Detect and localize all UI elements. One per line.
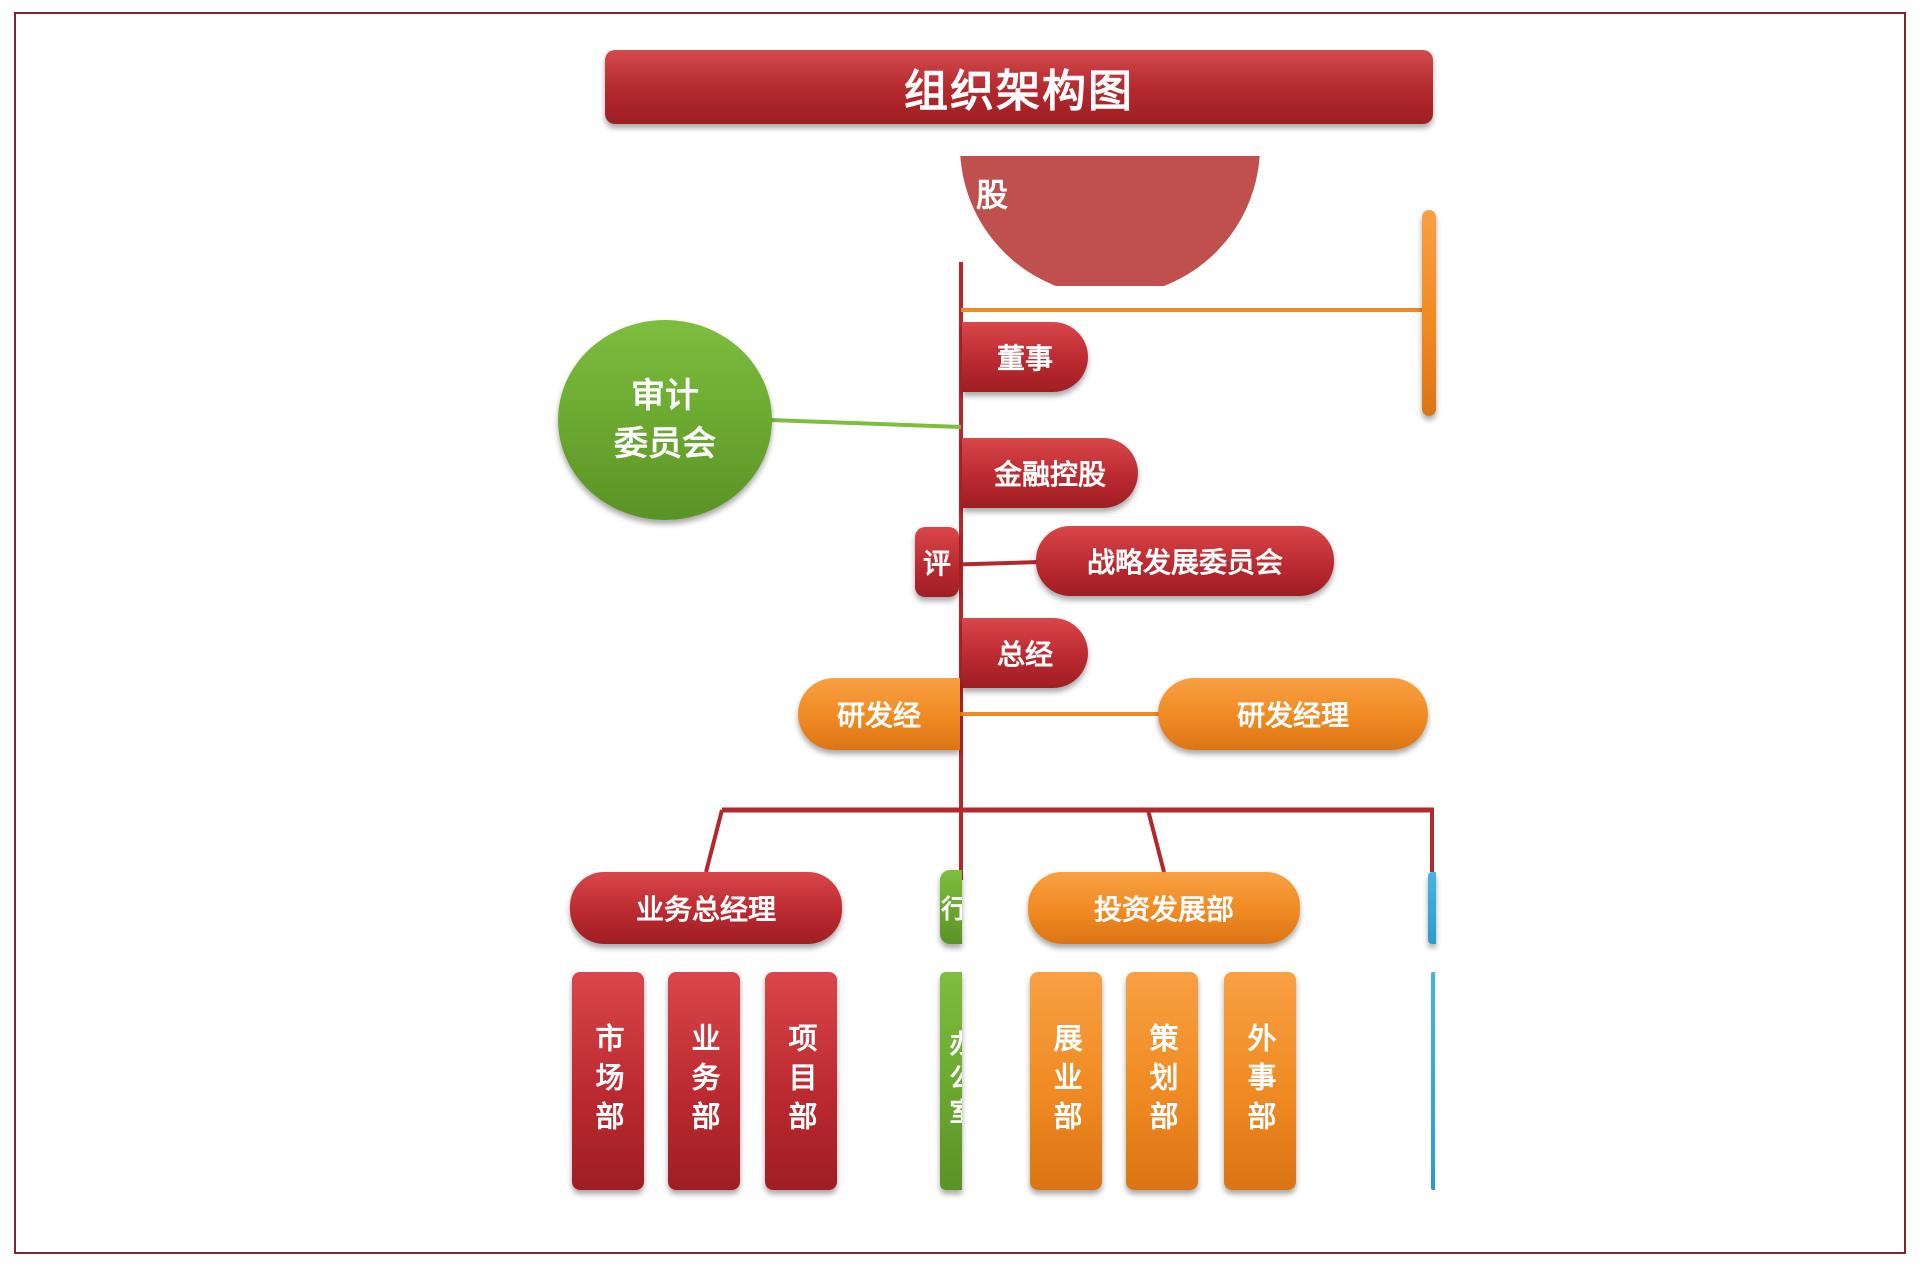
office-node: 办公室 [940, 972, 962, 1190]
rd-manager-right-node: 研发经理 [1158, 678, 1428, 750]
audit-committee-line2: 委员会 [614, 424, 716, 464]
supervisor-node [1422, 210, 1436, 416]
rd-manager-left-node: 研发经 [798, 678, 960, 750]
shareholder-label: 股 [975, 176, 1008, 214]
shareholder-node-clip [960, 156, 1260, 286]
financial-holding-node: 金融控股 [962, 438, 1138, 508]
admin-node: 行 [940, 870, 962, 944]
diagram-frame [14, 12, 1906, 1254]
planning-dept-node: 策划部 [1126, 972, 1198, 1190]
market-dept-node: 市场部 [572, 972, 644, 1190]
bus-mid-drop [1146, 809, 1166, 873]
business-dept-node: 业务部 [668, 972, 740, 1190]
foreign-affairs-dept-label: 外事部 [1243, 1022, 1277, 1140]
business-gm-node: 业务总经理 [570, 872, 842, 944]
office-label: 办公室 [945, 1030, 962, 1132]
development-dept-node: 展业部 [1030, 972, 1102, 1190]
blue-dept-node [1428, 872, 1436, 944]
investment-dev-node: 投资发展部 [1028, 872, 1300, 944]
evaluation-node: 评 [915, 527, 959, 597]
audit-committee-node: 审计 委员会 [558, 320, 772, 520]
audit-connector [769, 418, 962, 429]
market-dept-label: 市场部 [591, 1022, 625, 1140]
board-node: 董事 [962, 322, 1088, 392]
blue-dept-child-node [1431, 972, 1435, 1190]
business-dept-label: 业务部 [687, 1022, 721, 1140]
bus-left-drop [704, 809, 724, 873]
planning-dept-label: 策划部 [1145, 1022, 1179, 1140]
diagram-title: 组织架构图 [605, 50, 1433, 124]
project-dept-node: 项目部 [765, 972, 837, 1190]
strategy-committee-node: 战略发展委员会 [1036, 526, 1334, 596]
audit-committee-line1: 审计 [631, 376, 699, 416]
general-manager-node: 总经 [962, 618, 1088, 688]
foreign-affairs-dept-node: 外事部 [1224, 972, 1296, 1190]
development-dept-label: 展业部 [1049, 1022, 1083, 1140]
project-dept-label: 项目部 [784, 1022, 818, 1140]
